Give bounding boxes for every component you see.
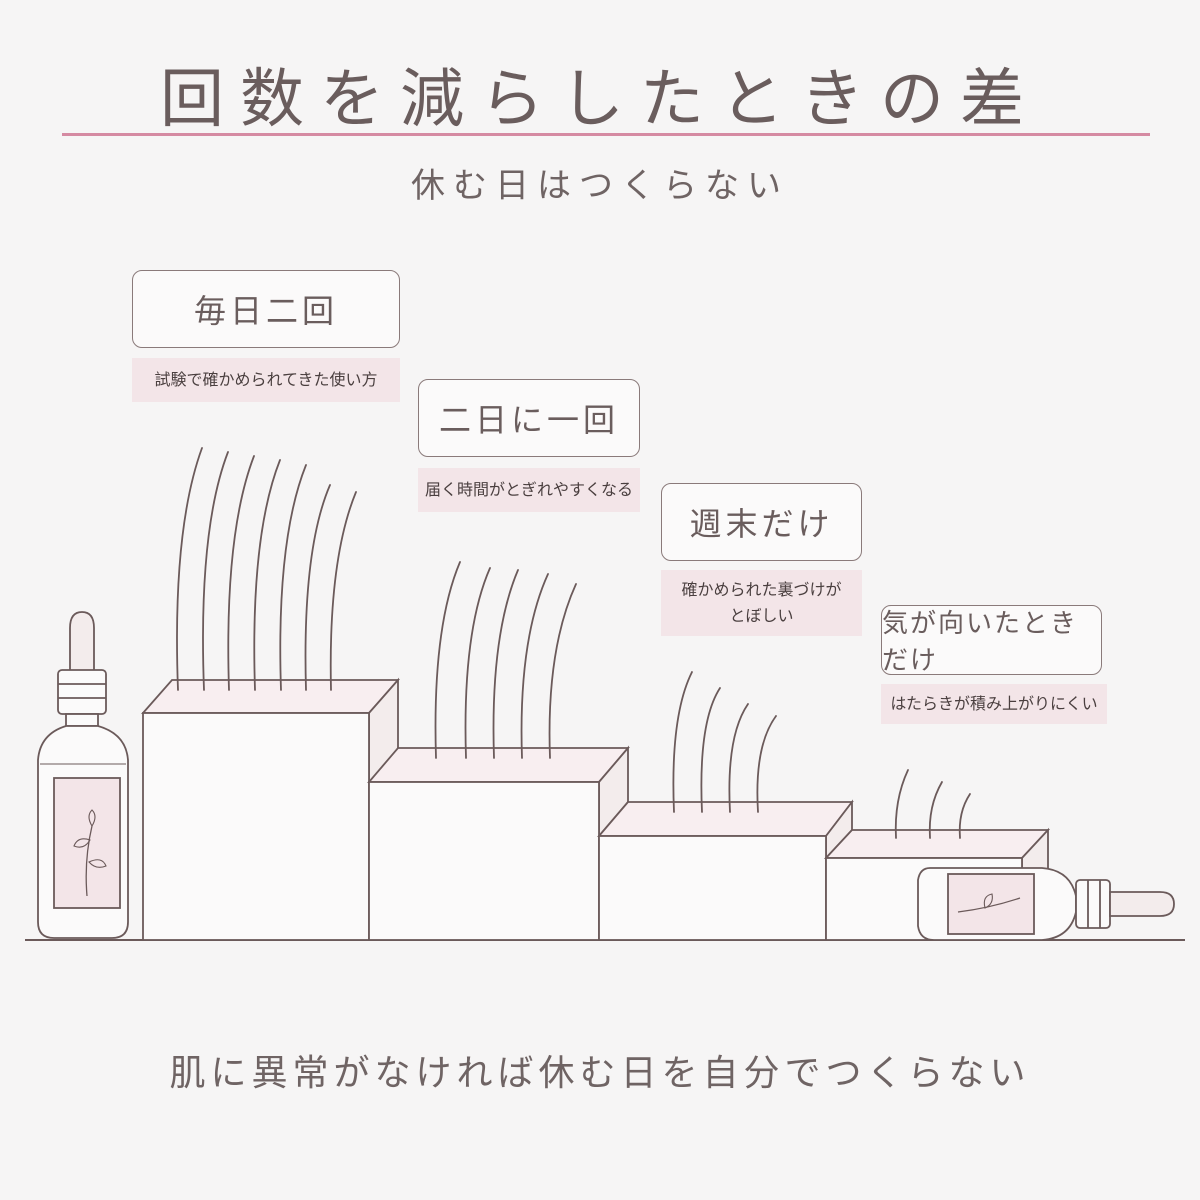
title-divider [62, 133, 1150, 136]
eyelash-hair-icon [672, 671, 777, 813]
step-note-4: はたらきが積み上がりにくい [881, 684, 1107, 724]
serum-dropper-bottle-icon [37, 611, 129, 939]
step-label-3: 週末だけ [661, 483, 862, 561]
step-label-4: 気が向いたときだけ [881, 605, 1102, 676]
step-label-2: 二日に一回 [418, 379, 640, 457]
step-block-3 [597, 799, 854, 941]
step-note-3: 確かめられた裏づけが とぼしい [661, 570, 862, 636]
step-note-2: 届く時間がとぎれやすくなる [418, 468, 640, 512]
eyelash-hair-icon [434, 561, 577, 759]
step-block-2 [367, 745, 630, 941]
footer-message: 肌に異常がなければ休む日を自分でつくらない [169, 1053, 1031, 1094]
eyelash-hair-icon [894, 769, 971, 839]
eyelash-hair-icon [176, 447, 357, 691]
step-note-1: 試験で確かめられてきた使い方 [132, 358, 400, 402]
lying-serum-bottle-icon [917, 867, 1175, 941]
step-block-1 [141, 677, 400, 941]
page-subtitle: 休む日はつくらない [411, 166, 789, 206]
step-label-1: 毎日二回 [132, 270, 400, 348]
page-title: 回数を減らしたときの差 [160, 63, 1040, 137]
